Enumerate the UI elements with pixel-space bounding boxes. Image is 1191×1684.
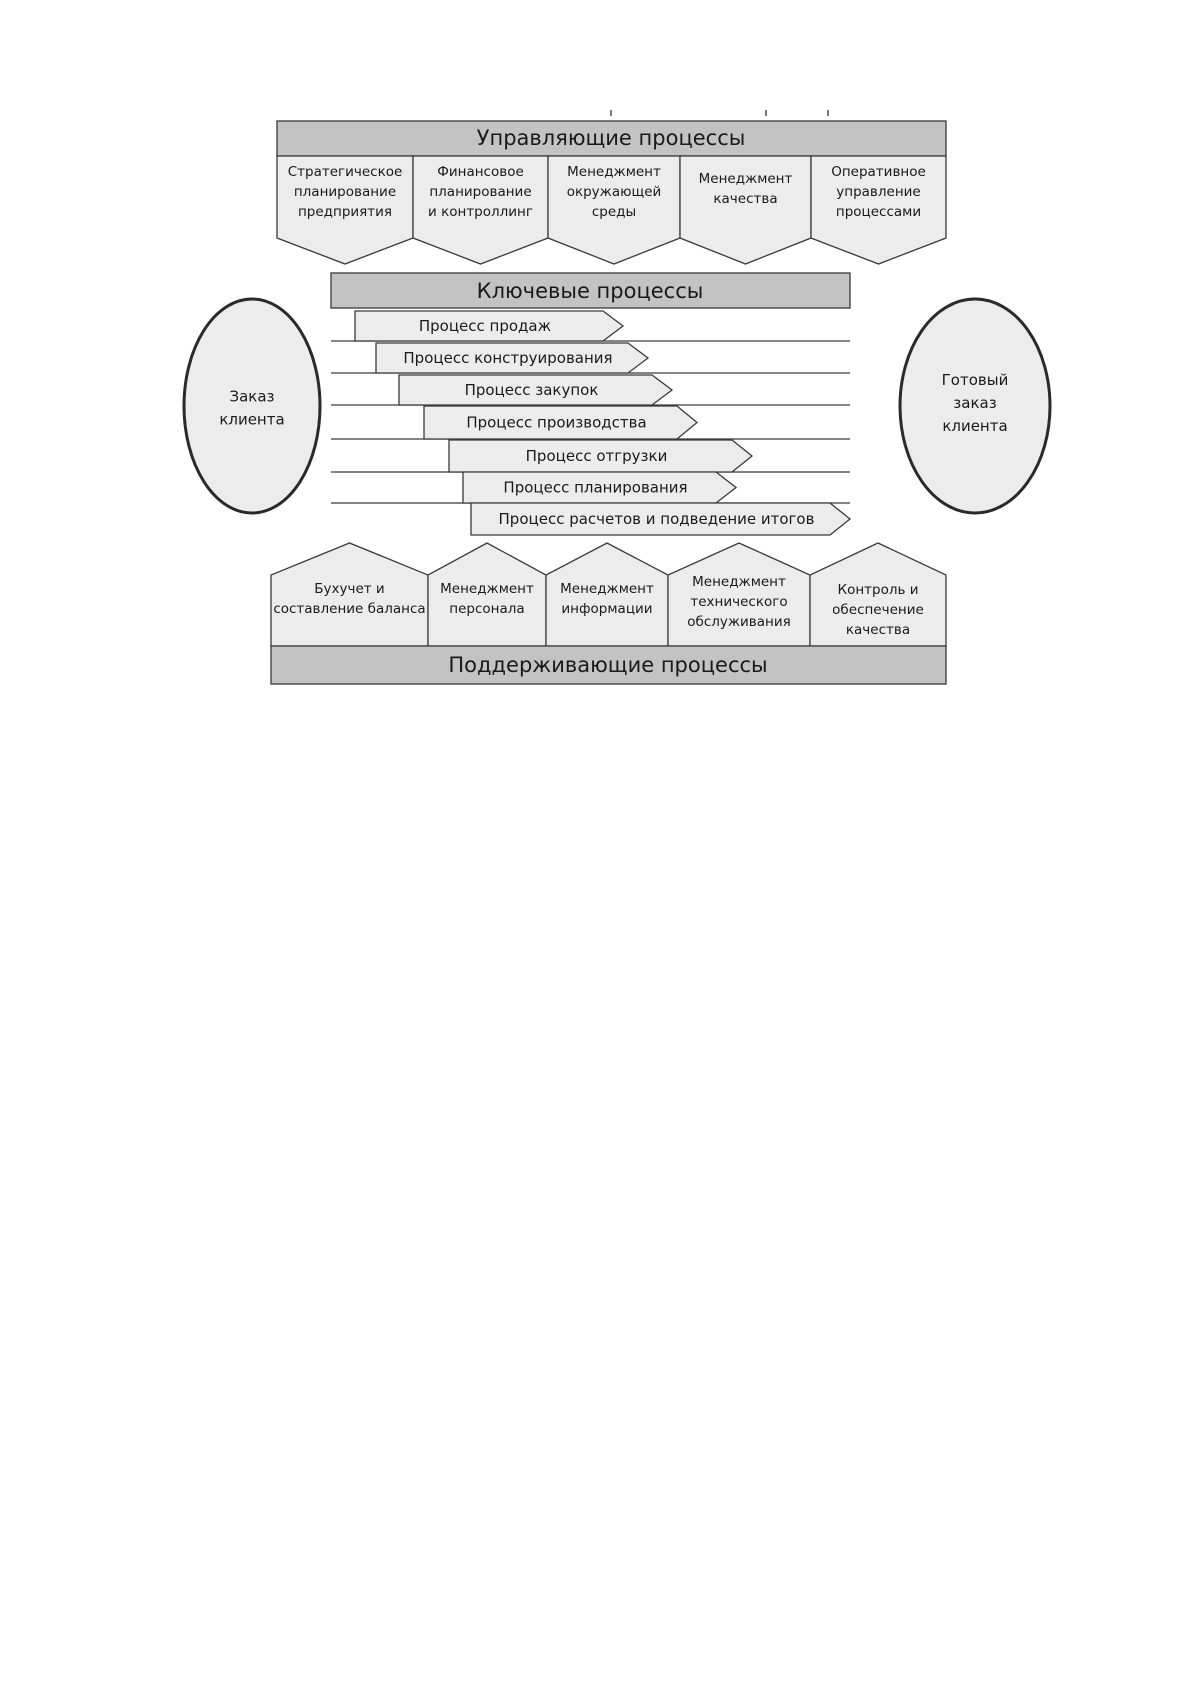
text-line: Заказ: [229, 388, 274, 406]
text-line: Финансовое: [437, 164, 524, 180]
management-box-1: [276, 155, 414, 265]
text-line: Менеджмент: [560, 581, 654, 597]
text-line: персонала: [449, 601, 524, 617]
management-box-label-1: Стратегическое планирование предприятия: [288, 164, 403, 220]
key-title: Ключевые процессы: [477, 279, 704, 303]
key-process-arrow-3: [398, 374, 674, 406]
supporting-processes: Бухучет и составление баланса Менеджмент пе…: [270, 542, 947, 685]
key-process-label-5: Процесс отгрузки: [526, 447, 668, 465]
finished-order-label: Готовый заказ клиента: [942, 371, 1009, 435]
text-line: заказ: [953, 394, 996, 412]
management-box-4: [679, 155, 812, 265]
text-line: качества: [713, 191, 777, 207]
text-line: управление: [836, 184, 920, 200]
text-line: клиента: [219, 411, 284, 429]
text-line: планирование: [429, 184, 531, 200]
supporting-box-label-3: Менеджмент информации: [560, 581, 654, 617]
management-box-3: [547, 155, 681, 265]
management-box-label-2: Финансовое планирование и контроллинг: [428, 164, 533, 220]
client-order-label: Заказ клиента: [219, 388, 284, 429]
text-line: предприятия: [298, 204, 392, 220]
management-title: Управляющие процессы: [477, 126, 746, 150]
key-process-arrow-2: [375, 342, 650, 374]
key-process-arrow-5: [448, 439, 754, 473]
supporting-band: [270, 645, 947, 685]
key-process-label-4: Процесс производства: [466, 414, 646, 432]
key-process-arrow-4: [423, 405, 699, 440]
text-line: Стратегическое: [288, 164, 403, 180]
management-boxes: Стратегическое планирование предприятия Фин…: [276, 155, 947, 265]
text-line: обслуживания: [687, 614, 791, 630]
text-line: технического: [690, 594, 787, 610]
supporting-box-label-1: Бухучет и составление баланса: [273, 581, 425, 617]
management-box-label-5: Оперативное управление процессами: [831, 164, 926, 220]
text-line: Менеджмент: [567, 164, 661, 180]
key-process-arrow-7: [470, 502, 852, 536]
client-order-input: Заказ клиента: [182, 297, 322, 515]
key-process-label-6: Процесс планирования: [503, 479, 687, 497]
key-processes: Ключевые процессы Процесс продажПроцесс …: [330, 272, 852, 536]
key-process-label-2: Процесс конструирования: [403, 349, 612, 367]
management-band: [276, 120, 947, 157]
text-line: обеспечение: [832, 602, 924, 618]
text-line: Бухучет и: [314, 581, 384, 597]
key-process-label-3: Процесс закупок: [465, 381, 599, 399]
management-box-label-3: Менеджмент окружающей среды: [567, 164, 662, 220]
text-line: Менеджмент: [440, 581, 534, 597]
key-process-label-1: Процесс продаж: [419, 317, 551, 335]
text-line: Оперативное: [831, 164, 926, 180]
text-line: процессами: [836, 204, 921, 220]
text-line: окружающей: [567, 184, 662, 200]
finished-order-ellipse: [898, 297, 1052, 515]
management-box-5: [810, 155, 947, 265]
text-line: информации: [561, 601, 652, 617]
text-line: Менеджмент: [699, 171, 793, 187]
supporting-box-label-4: Менеджмент технического обслуживания: [687, 574, 791, 630]
management-box-2: [412, 155, 549, 265]
text-line: Менеджмент: [692, 574, 786, 590]
text-line: качества: [846, 622, 910, 638]
key-process-label-7: Процесс расчетов и подведение итогов: [499, 510, 815, 528]
supporting-box-label-5: Контроль и обеспечение качества: [832, 582, 924, 638]
text-line: среды: [592, 204, 636, 220]
client-order-ellipse: [182, 297, 322, 515]
management-box-label-4: Менеджмент качества: [699, 171, 793, 207]
text-line: планирование: [294, 184, 396, 200]
text-line: составление баланса: [273, 601, 425, 617]
key-process-arrow-6: [462, 471, 738, 504]
key-band: [330, 272, 851, 309]
top-tick-marks: [610, 110, 829, 116]
text-line: Готовый: [942, 371, 1009, 389]
supporting-boxes: Бухучет и составление баланса Менеджмент пе…: [270, 542, 947, 647]
text-line: Контроль и: [837, 582, 918, 598]
text-line: клиента: [942, 417, 1007, 435]
supporting-title: Поддерживающие процессы: [448, 653, 767, 677]
key-process-arrow-1: [354, 310, 625, 342]
management-processes: Управляющие процессы Стратегическое плани…: [276, 120, 947, 265]
text-line: и контроллинг: [428, 204, 533, 220]
finished-order-output: Готовый заказ клиента: [898, 297, 1052, 515]
supporting-box-label-2: Менеджмент персонала: [440, 581, 534, 617]
